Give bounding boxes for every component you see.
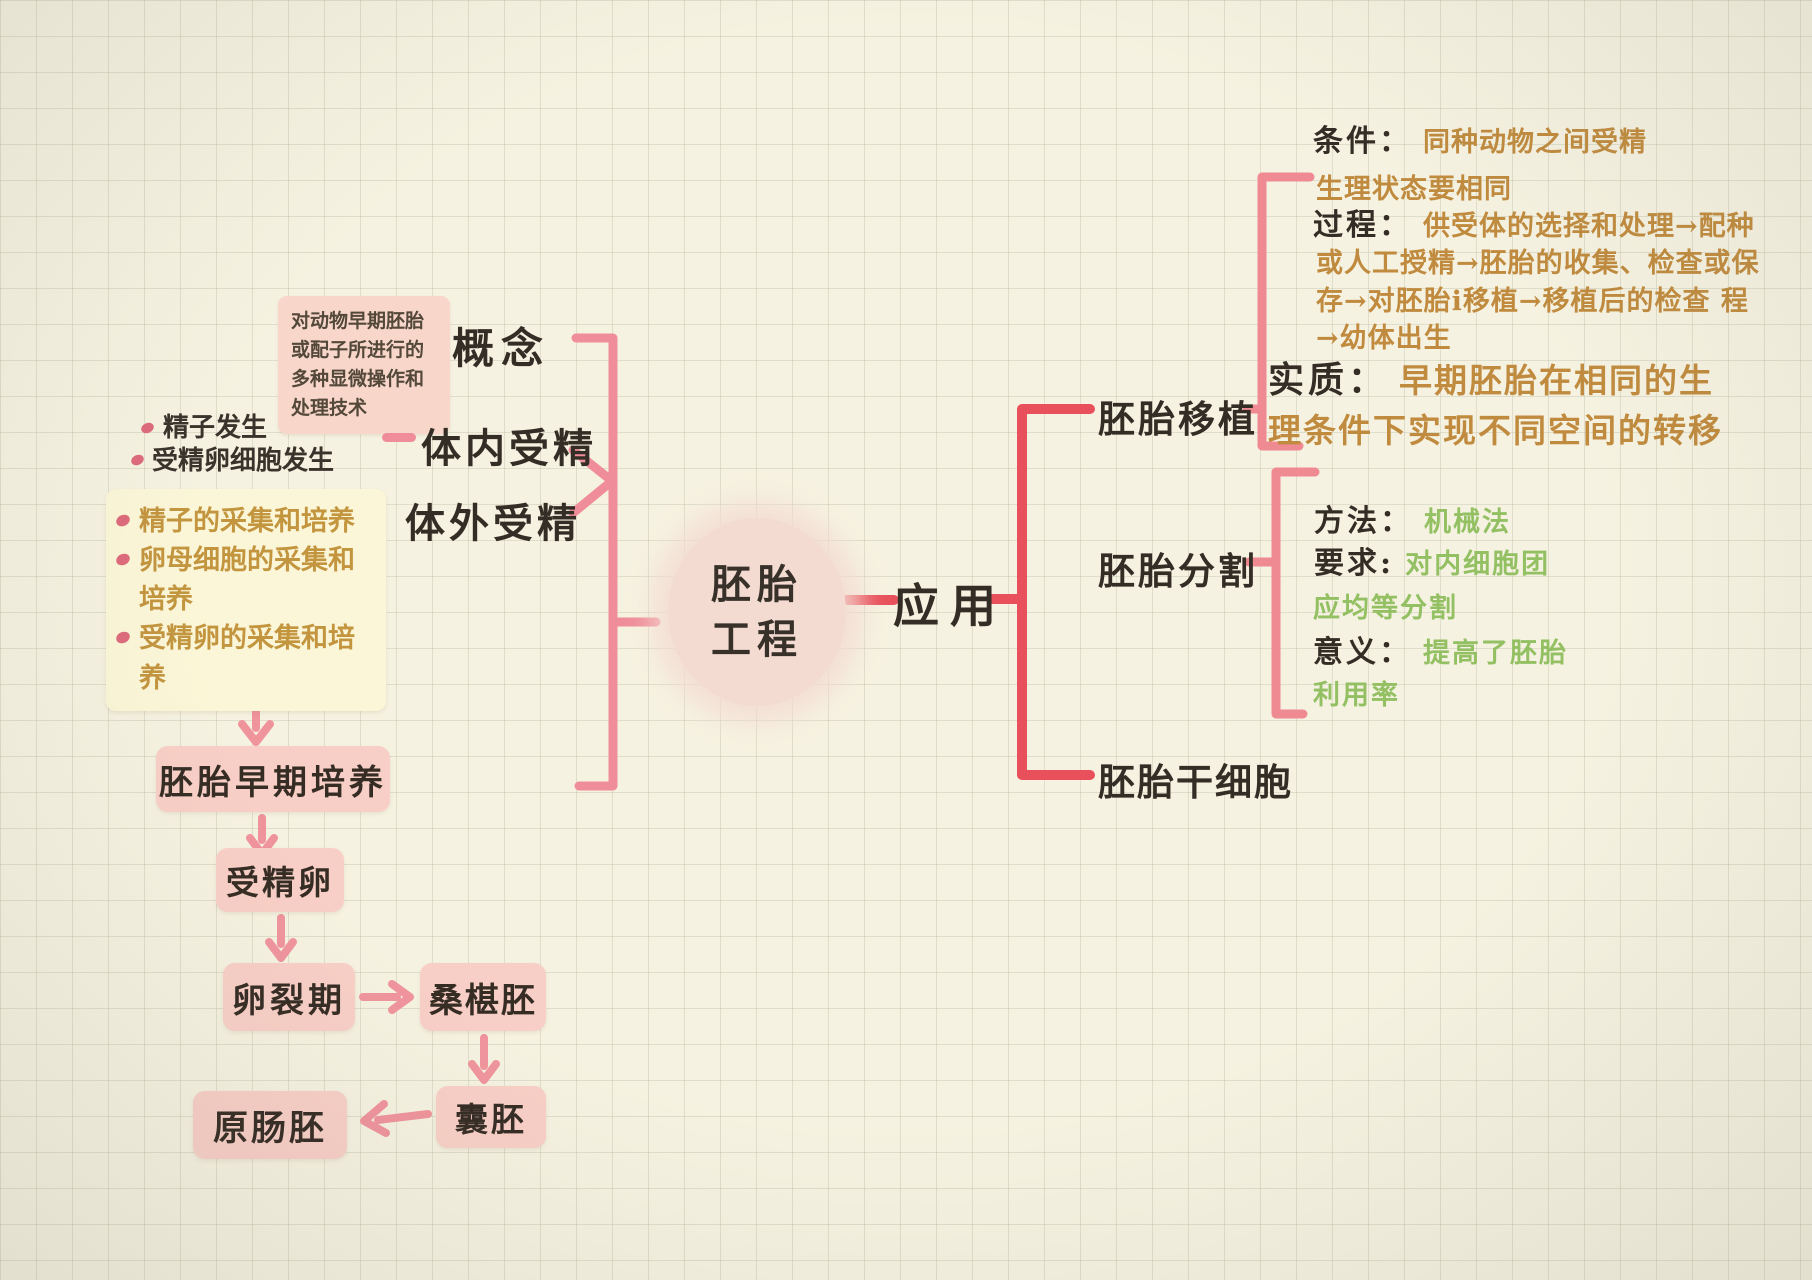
insemination-merge-arrowhead [568,445,617,518]
splitting-significance-line: 意义： 提高了胚胎 [1313,627,1568,671]
zygote-genesis-label: 受精卵细胞发生 [152,446,335,476]
cleavage-box: 卵裂期 [223,963,355,1031]
splitting-bracket [1271,467,1320,719]
collection-item-text: 卵母细胞的采集和培养 [139,545,355,616]
in-vitro-label: 体外受精 [405,500,581,547]
arrow-blastocyst-to-gastrula-icon [360,1100,432,1137]
bullet-dot-icon [114,551,132,568]
process-value: 供受体的选择和处理→配种 [1423,211,1755,242]
morula-box: 桑椹胚 [420,963,546,1031]
process-label: 过程： [1313,208,1412,243]
arrow-cleavage-to-morula-icon [359,980,414,1014]
application-label: 应用 [893,579,1007,633]
bullet-dot-icon [114,512,132,529]
application-bracket [1017,404,1095,780]
condition-value: 同种动物之间受精 [1423,127,1647,158]
center-title-line2: 工程 [711,616,803,663]
splitting-label: 胚胎分割 [1098,549,1258,593]
right-branch-connectors [842,404,1095,780]
significance-value: 提高了胚胎 [1423,638,1568,669]
essence-label: 实质： [1268,359,1389,401]
bullet-dot-icon [114,629,132,646]
method-label: 方法： [1314,504,1413,539]
transplant-condition-line: 条件： 同种动物之间受精 [1313,116,1647,160]
collection-item-text: 受精卵的采集和培养 [139,623,355,694]
transplant-process-line: 过程： 供受体的选择和处理→配种 [1313,200,1755,244]
collection-item: 精子的采集和培养 [114,502,374,541]
process-line4: →幼体出生 [1316,323,1452,354]
requirement-label: 要求: [1314,546,1395,581]
process-line3: 存→对胚胎i移植→移植后的检查 程 [1316,286,1749,317]
left-branch-connectors [568,333,661,791]
center-title-line1: 胚胎 [711,560,803,608]
significance-line2: 利用率 [1313,680,1400,711]
in-vivo-label: 体内受精 [421,425,597,472]
transplant-essence-line: 实质： 早期胚胎在相同的生 [1268,351,1714,403]
stem-cell-label: 胚胎干细胞 [1098,760,1293,804]
concept-note-box: 对动物早期胚胎或配子所进行的多种显微操作和处理技术 [278,296,450,434]
arrow-morula-to-blastocyst-icon [468,1034,500,1084]
collection-box: 精子的采集和培养 卵母细胞的采集和培养 受精卵的采集和培养 [106,489,386,711]
in-vivo-dash-icon [382,433,416,442]
sub-branch-connectors [1242,172,1320,719]
requirement-line2: 应均等分割 [1313,593,1458,624]
splitting-requirement-line: 要求: 对内细胞团 [1314,538,1550,582]
collection-item: 受精卵的采集和培养 [114,619,374,697]
center-topic-circle: 胚胎 工程 [668,518,846,706]
splitting-method-line: 方法： 机械法 [1314,496,1511,540]
transplant-bracket [1257,172,1315,451]
concept-label: 概念 [452,324,551,373]
blastocyst-box: 囊胚 [436,1086,546,1148]
condition-line2: 生理状态要相同 [1316,174,1512,205]
significance-label: 意义： [1313,635,1412,670]
concept-bracket [571,333,618,791]
sperm-genesis-label: 精子发生 [163,413,268,443]
transplant-label: 胚胎移植 [1098,397,1258,441]
gastrula-box: 原肠胚 [193,1091,347,1159]
early-culture-box: 胚胎早期培养 [156,746,390,812]
collection-item-text: 精子的采集和培养 [139,506,355,537]
collection-item: 卵母细胞的采集和培养 [114,541,374,619]
essence-value: 早期胚胎在相同的生 [1399,361,1715,400]
process-line2: 或人工授精→胚胎的收集、检查或保 [1316,248,1760,279]
arrow-zygote-to-cleavage-icon [265,914,297,962]
essence-line2: 理条件下实现不同空间的转移 [1268,411,1723,450]
concept-note-text: 对动物早期胚胎或配子所进行的多种显微操作和处理技术 [291,310,425,419]
zygote-box: 受精卵 [216,848,344,912]
condition-label: 条件： [1313,124,1412,159]
requirement-value: 对内细胞团 [1405,549,1551,580]
method-value: 机械法 [1424,507,1511,538]
